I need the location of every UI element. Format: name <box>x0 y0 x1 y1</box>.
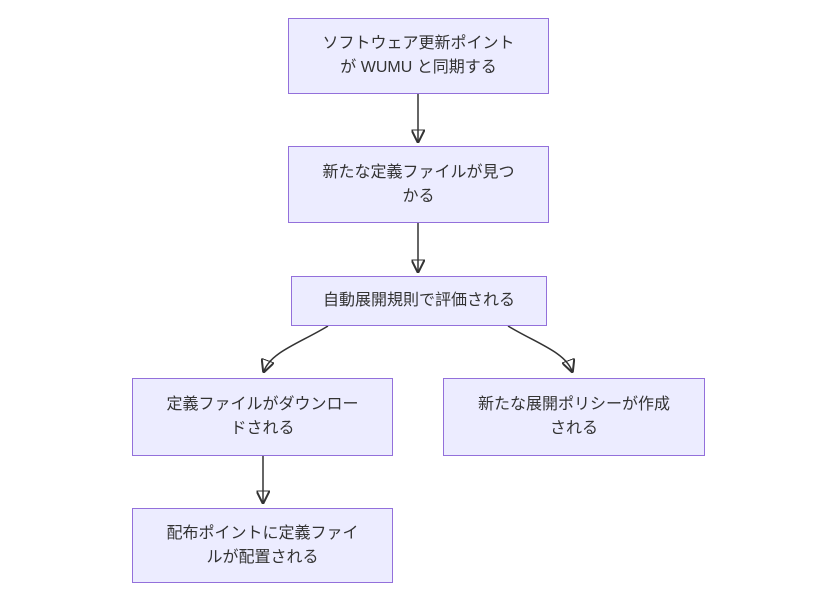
node-label: 定義ファイルがダウンロー ドされる <box>166 396 359 437</box>
node-label: 新たな定義ファイルが見つ かる <box>322 163 515 205</box>
edge-evaluate-to-policy <box>507 325 572 371</box>
node-label: 新たな展開ポリシーが作成 される <box>477 396 670 437</box>
node-definition-downloaded: 定義ファイルがダウンロー ドされる <box>132 378 393 456</box>
node-deployment-policy-created: 新たな展開ポリシーが作成 される <box>443 378 705 456</box>
edge-evaluate-to-download <box>264 325 329 371</box>
node-label: 配布ポイントに定義ファイ ルが配置される <box>166 524 359 566</box>
node-definition-placed-on-distribution-point: 配布ポイントに定義ファイ ルが配置される <box>132 508 393 583</box>
node-software-update-point-sync: ソフトウェア更新ポイント が WUMU と同期する <box>288 18 549 94</box>
node-label: ソフトウェア更新ポイント が WUMU と同期する <box>322 35 515 76</box>
node-label: 自動展開規則で評価される <box>322 292 515 309</box>
node-new-definition-found: 新たな定義ファイルが見つ かる <box>288 146 549 223</box>
node-adr-evaluate: 自動展開規則で評価される <box>291 276 547 326</box>
